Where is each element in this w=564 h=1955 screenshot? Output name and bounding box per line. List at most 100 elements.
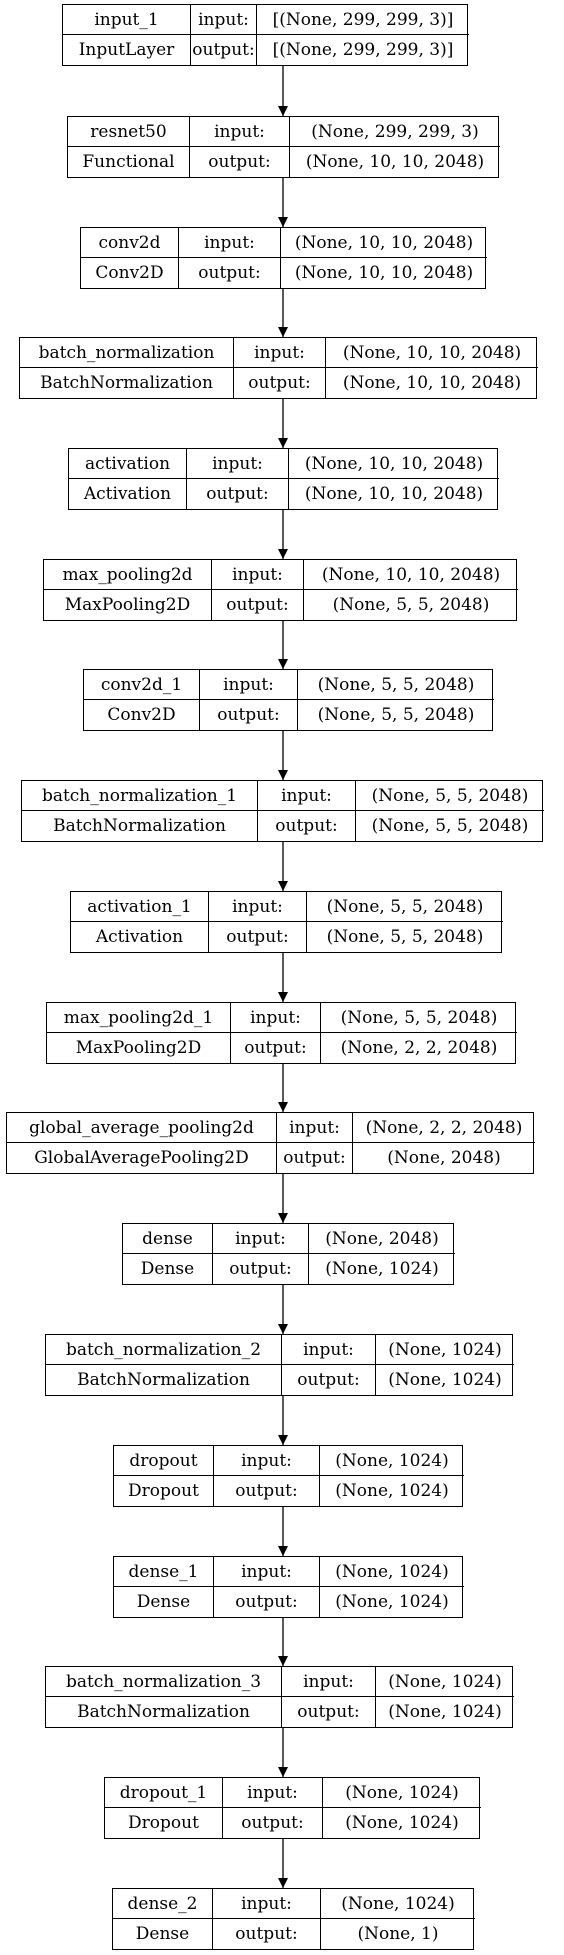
input-label: input: [258, 781, 356, 811]
layer-name: batch_normalization [20, 338, 234, 368]
layer-class: BatchNormalization [20, 368, 234, 398]
layer-class: Conv2D [81, 258, 179, 288]
output-label: output: [277, 1143, 353, 1173]
output-label: output: [190, 147, 290, 177]
input-label: input: [179, 228, 281, 258]
input-shape: (None, 1024) [320, 1446, 464, 1476]
input-label: input: [282, 1667, 376, 1697]
layer-class: MaxPooling2D [47, 1033, 231, 1063]
layer-name: dense_1 [114, 1557, 214, 1587]
layer-class: Activation [71, 922, 209, 952]
layer-class: Functional [68, 147, 190, 177]
output-shape: (None, 10, 10, 2048) [305, 152, 485, 172]
output-label: output: [258, 811, 356, 841]
layer-name: max_pooling2d_1 [47, 1003, 231, 1033]
output-shape: (None, 1024) [345, 1813, 459, 1833]
input-label: input: [213, 1889, 321, 1919]
input-shape: (None, 299, 299, 3) [290, 117, 500, 147]
input-shape: (None, 10, 10, 2048) [304, 560, 518, 590]
layer-name: dense [123, 1224, 213, 1254]
layer-name: max_pooling2d [44, 560, 212, 590]
layer-class: Activation [69, 479, 187, 509]
output-shape: (None, 10, 10, 2048) [342, 373, 522, 393]
layer-name: batch_normalization_1 [22, 781, 258, 811]
output-label: output: [187, 479, 289, 509]
input-shape: (None, 10, 10, 2048) [289, 449, 499, 479]
output-shape: (None, 1024) [335, 1592, 449, 1612]
output-shape: (None, 5, 5, 2048) [332, 595, 490, 615]
layer-name: dense_2 [113, 1889, 213, 1919]
input-shape: [(None, 299, 299, 3)] [257, 5, 469, 35]
input-label: input: [231, 1003, 321, 1033]
output-label: output: [223, 1808, 323, 1838]
input-label: input: [282, 1335, 376, 1365]
layer-name: global_average_pooling2d [7, 1113, 277, 1143]
layer-class: Dense [114, 1587, 214, 1617]
output-label: output: [209, 922, 307, 952]
input-shape: (None, 1024) [376, 1335, 514, 1365]
layer-class: Conv2D [84, 700, 200, 730]
layer-class: BatchNormalization [46, 1697, 282, 1727]
layer-class: Dense [113, 1919, 213, 1949]
layer-name: input_1 [63, 5, 191, 35]
output-label: output: [213, 1919, 321, 1949]
output-shape: (None, 5, 5, 2048) [371, 816, 529, 836]
input-shape: (None, 2, 2, 2048) [353, 1113, 535, 1143]
input-label: input: [213, 1224, 309, 1254]
layer-name: conv2d [81, 228, 179, 258]
layer-class: InputLayer [63, 35, 191, 65]
output-label: output: [200, 700, 298, 730]
layer-name: dropout [114, 1446, 214, 1476]
input-label: input: [214, 1446, 320, 1476]
input-label: input: [214, 1557, 320, 1587]
layer-name: batch_normalization_3 [46, 1667, 282, 1697]
input-label: input: [209, 892, 307, 922]
layer-name: conv2d_1 [84, 670, 200, 700]
output-shape: (None, 5, 5, 2048) [326, 927, 484, 947]
layer-class: BatchNormalization [46, 1365, 282, 1395]
input-label: input: [277, 1113, 353, 1143]
output-label: output: [214, 1587, 320, 1617]
layer-class: GlobalAveragePooling2D [7, 1143, 277, 1173]
output-label: output: [179, 258, 281, 288]
input-shape: (None, 1024) [323, 1778, 481, 1808]
input-shape: (None, 5, 5, 2048) [321, 1003, 517, 1033]
input-shape: (None, 1024) [320, 1557, 464, 1587]
output-label: output: [234, 368, 326, 398]
input-shape: (None, 10, 10, 2048) [326, 338, 538, 368]
input-shape: (None, 2048) [309, 1224, 455, 1254]
input-label: input: [187, 449, 289, 479]
output-label: output: [214, 1476, 320, 1506]
input-shape: (None, 5, 5, 2048) [298, 670, 494, 700]
output-shape: (None, 1) [357, 1924, 439, 1944]
input-label: input: [212, 560, 304, 590]
output-shape: (None, 1024) [335, 1481, 449, 1501]
layer-name: activation_1 [71, 892, 209, 922]
output-label: output: [191, 35, 257, 65]
layer-name: resnet50 [68, 117, 190, 147]
layer-class: Dropout [114, 1476, 214, 1506]
input-label: input: [223, 1778, 323, 1808]
input-shape: (None, 10, 10, 2048) [281, 228, 487, 258]
input-shape: (None, 1024) [376, 1667, 514, 1697]
